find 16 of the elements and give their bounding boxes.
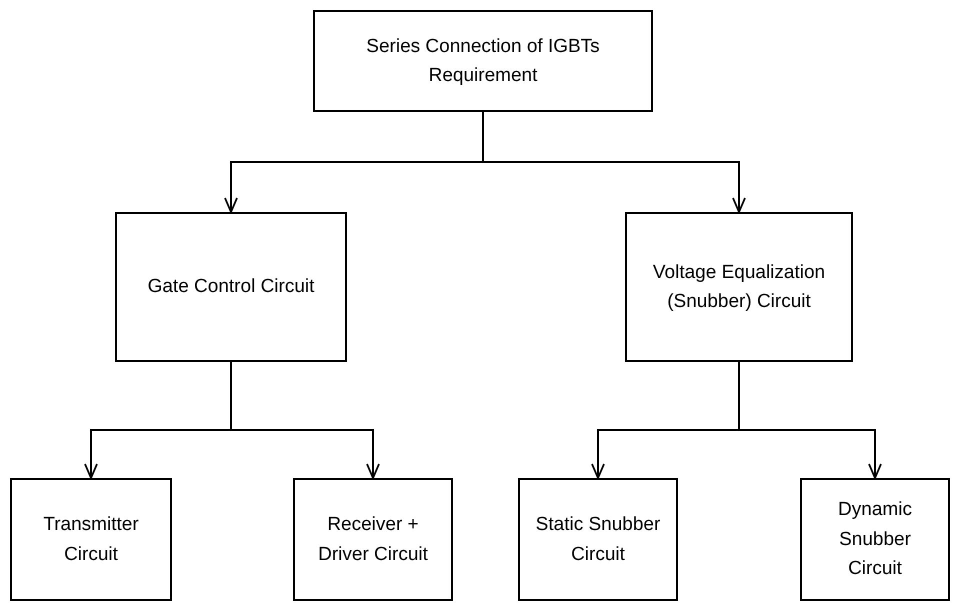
arrow <box>482 112 746 213</box>
process-box <box>518 478 678 601</box>
process-box <box>293 478 453 601</box>
process-box <box>625 212 853 362</box>
box-label: Transmitter Circuit <box>42 513 140 566</box>
box-label: Static Snubber Circuit <box>534 513 662 566</box>
arrow <box>230 362 380 479</box>
process-box <box>800 478 950 601</box>
box-label: Voltage Equalization (Snubber) Circuit <box>652 260 826 314</box>
box-label: Gate Control Circuit <box>148 275 314 300</box>
process-box <box>115 212 347 362</box>
box-label: Receiver + Driver Circuit <box>317 513 429 566</box>
box-label: Series Connection of IGBTs Requirement <box>365 34 601 88</box>
process-box <box>313 10 653 112</box>
process-box <box>10 478 172 601</box>
box-label: Dynamic Snubber Circuit <box>837 498 913 582</box>
